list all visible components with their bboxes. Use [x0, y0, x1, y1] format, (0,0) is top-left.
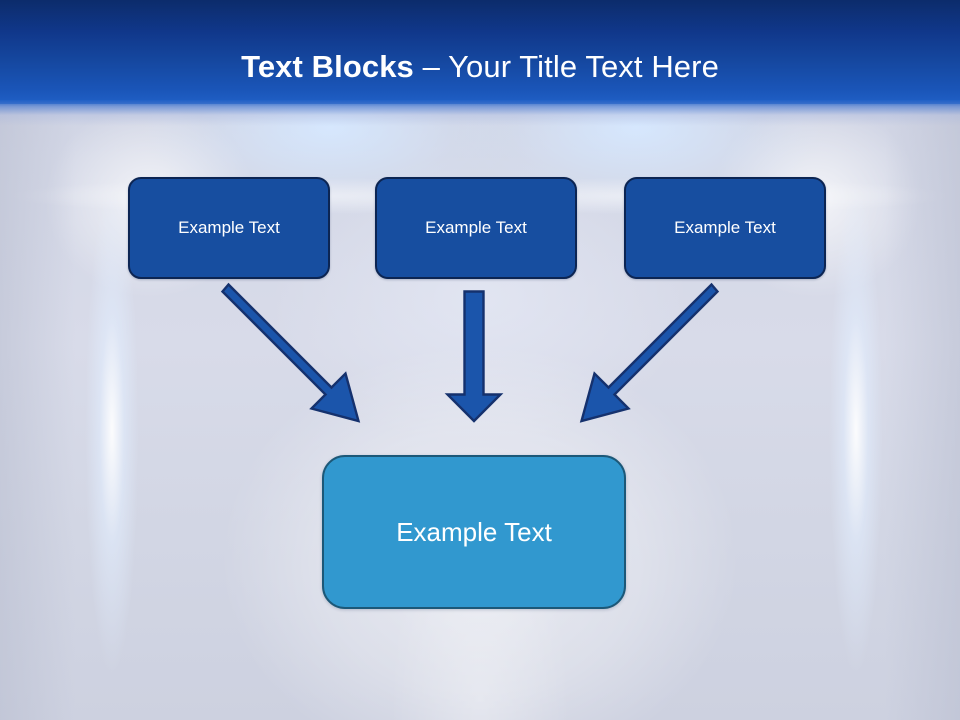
text-block-1-label: Example Text: [178, 218, 280, 237]
arrow-left-diagonal-icon: [220, 282, 361, 423]
arrow-right-diagonal-icon: [579, 282, 720, 423]
result-text-block[interactable]: Example Text: [322, 455, 626, 609]
text-block-2[interactable]: Example Text: [375, 177, 577, 279]
arrow-center-vertical-icon: [444, 290, 504, 423]
page-title: Text Blocks – Your Title Text Here: [0, 47, 960, 87]
page-title-strong: Text Blocks: [241, 49, 414, 84]
text-block-2-label: Example Text: [425, 218, 527, 237]
title-band: [0, 0, 960, 104]
text-block-1[interactable]: Example Text: [128, 177, 330, 279]
text-block-3[interactable]: Example Text: [624, 177, 826, 279]
result-text-block-label: Example Text: [396, 516, 552, 547]
text-block-3-label: Example Text: [674, 218, 776, 237]
page-title-rest: – Your Title Text Here: [413, 49, 719, 84]
